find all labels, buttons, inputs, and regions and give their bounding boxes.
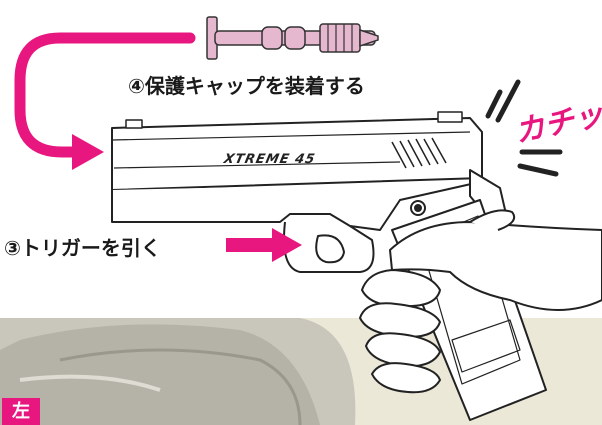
sound-lines [485, 79, 563, 177]
straight-arrow [226, 228, 302, 262]
trigger [315, 234, 345, 264]
curved-arrow [14, 32, 196, 158]
protective-cap [206, 16, 379, 60]
pistol-slide [111, 117, 483, 191]
corner-badge: 左 [2, 398, 40, 425]
hand [359, 209, 602, 394]
curved-arrow-head [72, 134, 104, 170]
brand-logo: XTREME 45 [222, 152, 317, 167]
step-4-label: ④保護キャップを装着する [128, 74, 365, 98]
pistol-frame [111, 181, 481, 231]
step-3-label: ③トリガーを引く [4, 236, 161, 260]
